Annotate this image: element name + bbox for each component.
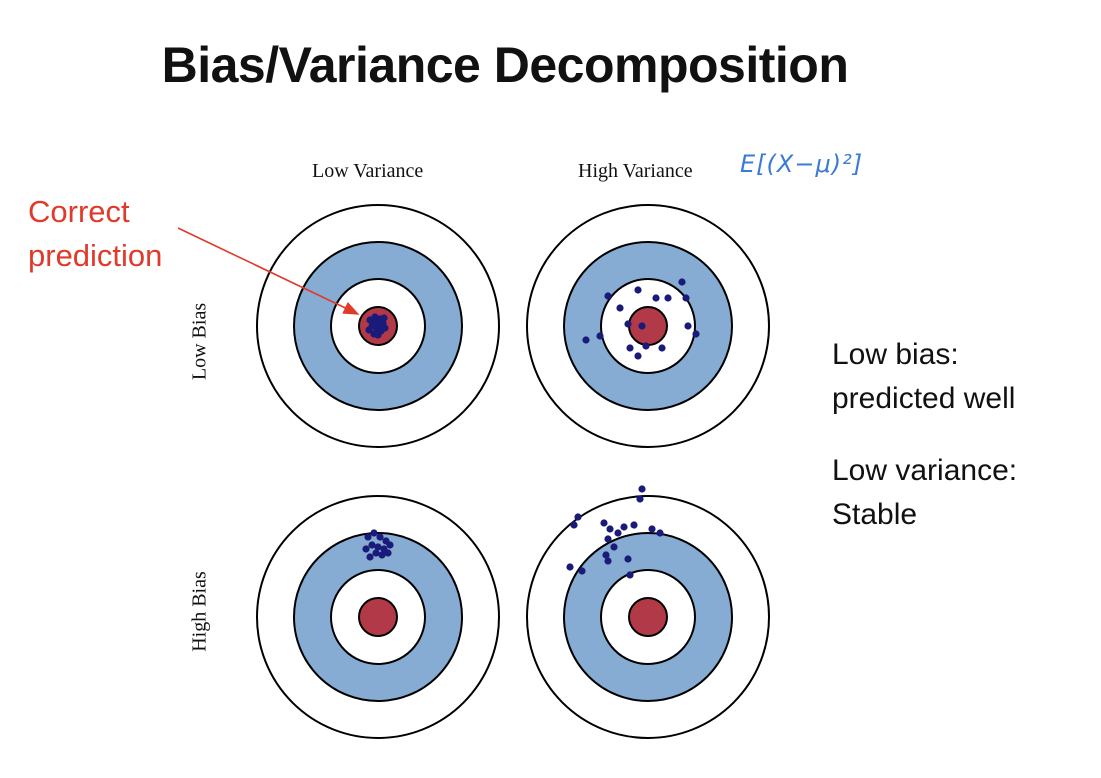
prediction-dot	[370, 529, 378, 537]
side-notes: Low bias: predicted well Low variance: S…	[832, 333, 1017, 565]
prediction-dot	[380, 314, 388, 322]
prediction-dot	[365, 326, 373, 334]
prediction-dot	[648, 525, 656, 533]
prediction-dot	[578, 567, 586, 575]
prediction-dot	[624, 555, 632, 563]
prediction-dot	[664, 294, 672, 302]
prediction-dot	[658, 344, 666, 352]
prediction-dot	[602, 551, 610, 559]
prediction-dot	[626, 344, 634, 352]
prediction-dot	[574, 513, 582, 521]
prediction-dot	[638, 485, 646, 493]
prediction-dot	[378, 551, 386, 559]
prediction-dot	[630, 521, 638, 529]
prediction-dot	[604, 292, 612, 300]
variance-formula: E[(X−μ)²]	[740, 150, 864, 178]
bullseye-center	[628, 597, 668, 637]
prediction-dot	[626, 571, 634, 579]
target-high-bias-high-variance	[526, 485, 770, 739]
prediction-dot	[684, 322, 692, 330]
prediction-dot	[610, 543, 618, 551]
prediction-dot	[604, 535, 612, 543]
low-variance-note-line-1: Low variance:	[832, 454, 1018, 487]
bullseye-center	[628, 306, 668, 346]
low-variance-note: Low variance: Stable	[832, 449, 1017, 537]
prediction-dot	[381, 324, 389, 332]
low-bias-note: Low bias: predicted well	[832, 333, 1017, 421]
target-low-bias-high-variance	[526, 204, 770, 448]
low-bias-note-line-2: predicted well	[832, 382, 1016, 415]
prediction-dot	[678, 278, 686, 286]
prediction-dot	[624, 320, 632, 328]
callout-line-1: Correct	[28, 194, 130, 229]
prediction-dot	[386, 541, 394, 549]
prediction-dot	[384, 549, 392, 557]
prediction-dot	[362, 545, 370, 553]
correct-prediction-callout: Correct prediction	[28, 190, 162, 278]
prediction-dot	[566, 563, 574, 571]
prediction-dot	[642, 342, 650, 350]
slide-title: Bias/Variance Decomposition	[161, 37, 849, 93]
prediction-dot	[634, 286, 642, 294]
prediction-dot	[366, 553, 374, 561]
prediction-dot	[638, 322, 646, 330]
prediction-dot	[374, 331, 382, 339]
callout-line-2: prediction	[28, 238, 163, 273]
prediction-dot	[682, 294, 690, 302]
prediction-dot	[600, 519, 608, 527]
prediction-dot	[620, 523, 628, 531]
prediction-dot	[570, 521, 578, 529]
column-label-high-variance: High Variance	[578, 160, 693, 182]
target-high-bias-low-variance	[256, 495, 500, 739]
prediction-dot	[692, 330, 700, 338]
prediction-dot	[604, 557, 612, 565]
prediction-dot	[614, 529, 622, 537]
prediction-dot	[376, 533, 384, 541]
prediction-dot	[372, 549, 380, 557]
prediction-dot	[368, 541, 376, 549]
low-bias-note-line-1: Low bias:	[832, 338, 959, 371]
prediction-dot	[616, 304, 624, 312]
column-label-low-variance: Low Variance	[312, 160, 424, 182]
prediction-dot	[636, 495, 644, 503]
callout-arrow	[177, 227, 360, 315]
prediction-dot	[582, 336, 590, 344]
low-variance-note-line-2: Stable	[832, 498, 918, 531]
prediction-dot	[374, 543, 382, 551]
prediction-dot	[596, 332, 604, 340]
prediction-dot	[634, 352, 642, 360]
prediction-dot	[606, 525, 614, 533]
target-low-bias-low-variance	[256, 204, 500, 448]
prediction-dot	[652, 294, 660, 302]
prediction-dot	[364, 533, 372, 541]
prediction-dot	[372, 319, 380, 327]
prediction-dot	[656, 529, 664, 537]
bullseye-center	[358, 597, 398, 637]
